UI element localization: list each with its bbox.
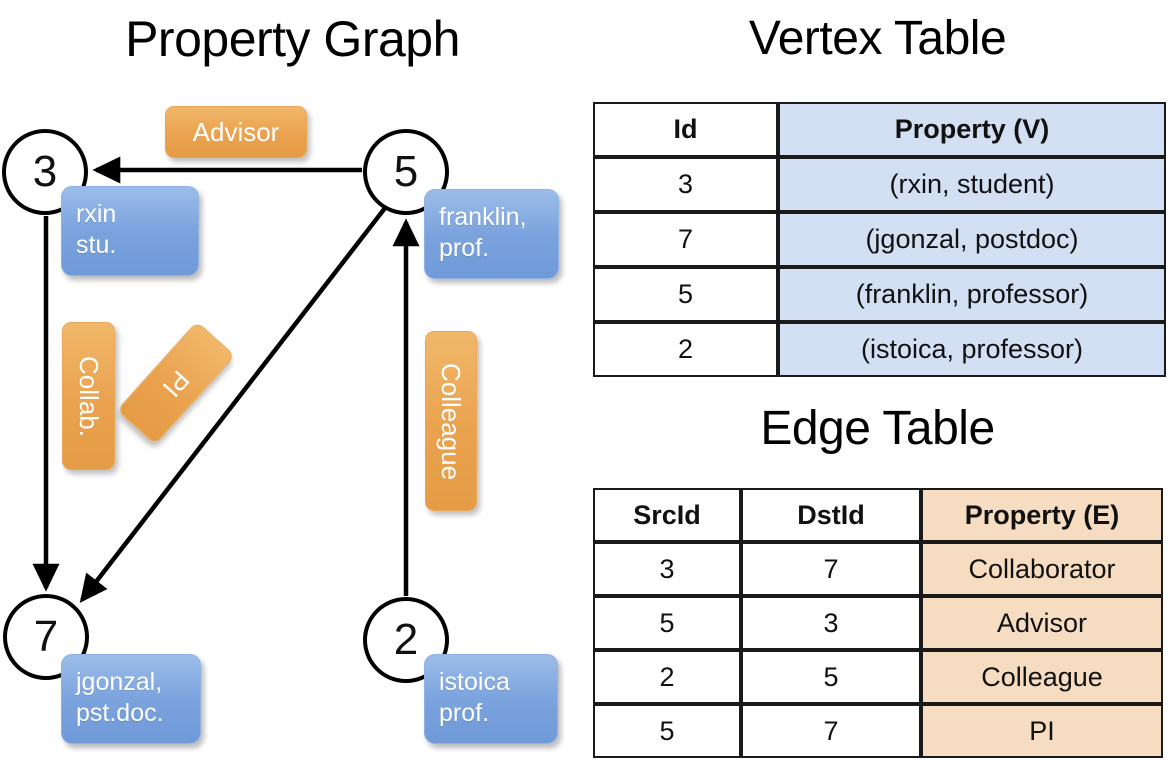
- vertex-property-rxin-line1: rxin: [76, 200, 117, 228]
- vertex-property-franklin-line1: franklin,: [439, 203, 527, 231]
- edge-cell-dstid: 7: [741, 542, 921, 596]
- vertex-cell-id: 2: [593, 322, 778, 377]
- graph-edge-arrows: [32, 156, 420, 603]
- table-row: 2 5 Colleague: [593, 650, 1163, 704]
- table-row: 2 (istoica, professor): [593, 322, 1166, 377]
- vertex-property-istoica-line1: istoica: [439, 668, 510, 696]
- vertex-property-box-franklin: franklin, prof.: [424, 189, 559, 279]
- table-row: 5 3 Advisor: [593, 596, 1163, 650]
- vertex-property-istoica-line2: prof.: [439, 699, 490, 727]
- vertex-table-header-row: Id Property (V): [593, 102, 1166, 157]
- vertex-property-box-rxin: rxin stu.: [61, 186, 199, 276]
- vertex-property-box-jgonzal: jgonzal, pst.doc.: [61, 654, 201, 744]
- edge-cell-property: Advisor: [921, 596, 1163, 650]
- edge-cell-property: PI: [921, 704, 1163, 758]
- vertex-cell-property: (rxin, student): [778, 157, 1166, 212]
- edge-cell-dstid: 3: [741, 596, 921, 650]
- edge-arrow-pi: [79, 206, 387, 603]
- edge-cell-dstid: 7: [741, 704, 921, 758]
- edge-label-pi-text: PI: [156, 364, 196, 403]
- edge-label-advisor-text: Advisor: [192, 116, 280, 147]
- vertex-table-header-id: Id: [593, 102, 778, 157]
- vertex-property-rxin-line2: stu.: [76, 231, 117, 259]
- vertex-node-2[interactable]: 2: [363, 597, 449, 683]
- vertex-property-jgonzal-line2: pst.doc.: [76, 699, 164, 727]
- edge-table-header-row: SrcId DstId Property (E): [593, 488, 1163, 542]
- vertex-cell-property: (jgonzal, postdoc): [778, 212, 1166, 267]
- table-row: 5 (franklin, professor): [593, 267, 1166, 322]
- edge-cell-srcid: 5: [593, 704, 741, 758]
- table-row: 3 (rxin, student): [593, 157, 1166, 212]
- edge-table-header-property: Property (E): [921, 488, 1163, 542]
- vertex-node-2-label: 2: [393, 615, 419, 664]
- edge-cell-dstid: 5: [741, 650, 921, 704]
- edge-label-collab-text: Collab.: [74, 355, 104, 437]
- vertex-node-3-label: 3: [32, 147, 58, 196]
- vertex-property-franklin-line2: prof.: [439, 234, 490, 262]
- edge-cell-srcid: 2: [593, 650, 741, 704]
- vertex-table-header-property: Property (V): [778, 102, 1166, 157]
- vertex-node-5-label: 5: [393, 147, 419, 196]
- table-row: 3 7 Collaborator: [593, 542, 1163, 596]
- edge-table-header-dstid: DstId: [741, 488, 921, 542]
- table-row: 7 (jgonzal, postdoc): [593, 212, 1166, 267]
- vertex-node-7-label: 7: [33, 612, 59, 661]
- page-title-property-graph: Property Graph: [125, 11, 460, 67]
- edge-label-advisor: Advisor: [165, 106, 307, 158]
- page-title-edge-table: Edge Table: [760, 402, 995, 455]
- vertex-cell-id: 3: [593, 157, 778, 212]
- page-title-vertex-table: Vertex Table: [748, 12, 1007, 65]
- property-graph-diagram: Advisor Collab. Colleague PI 3 5 7 2 rxi…: [2, 106, 559, 744]
- vertex-node-5[interactable]: 5: [363, 129, 449, 215]
- vertex-cell-id: 7: [593, 212, 778, 267]
- vertex-cell-property: (istoica, professor): [778, 322, 1166, 377]
- vertex-property-box-istoica: istoica prof.: [424, 654, 558, 744]
- edge-cell-property: Colleague: [921, 650, 1163, 704]
- vertex-cell-property: (franklin, professor): [778, 267, 1166, 322]
- edge-label-collab: Collab.: [62, 322, 115, 470]
- edge-cell-property: Collaborator: [921, 542, 1163, 596]
- edge-table-header-srcid: SrcId: [593, 488, 741, 542]
- edge-label-colleague-text: Colleague: [436, 362, 467, 480]
- edge-cell-srcid: 5: [593, 596, 741, 650]
- edge-table: SrcId DstId Property (E) 3 7 Collaborato…: [593, 488, 1163, 758]
- edge-label-colleague: Colleague: [425, 331, 477, 511]
- edge-cell-srcid: 3: [593, 542, 741, 596]
- vertex-property-jgonzal-line1: jgonzal,: [76, 668, 163, 696]
- vertex-cell-id: 5: [593, 267, 778, 322]
- vertex-table: Id Property (V) 3 (rxin, student) 7 (jgo…: [593, 102, 1166, 377]
- table-row: 5 7 PI: [593, 704, 1163, 758]
